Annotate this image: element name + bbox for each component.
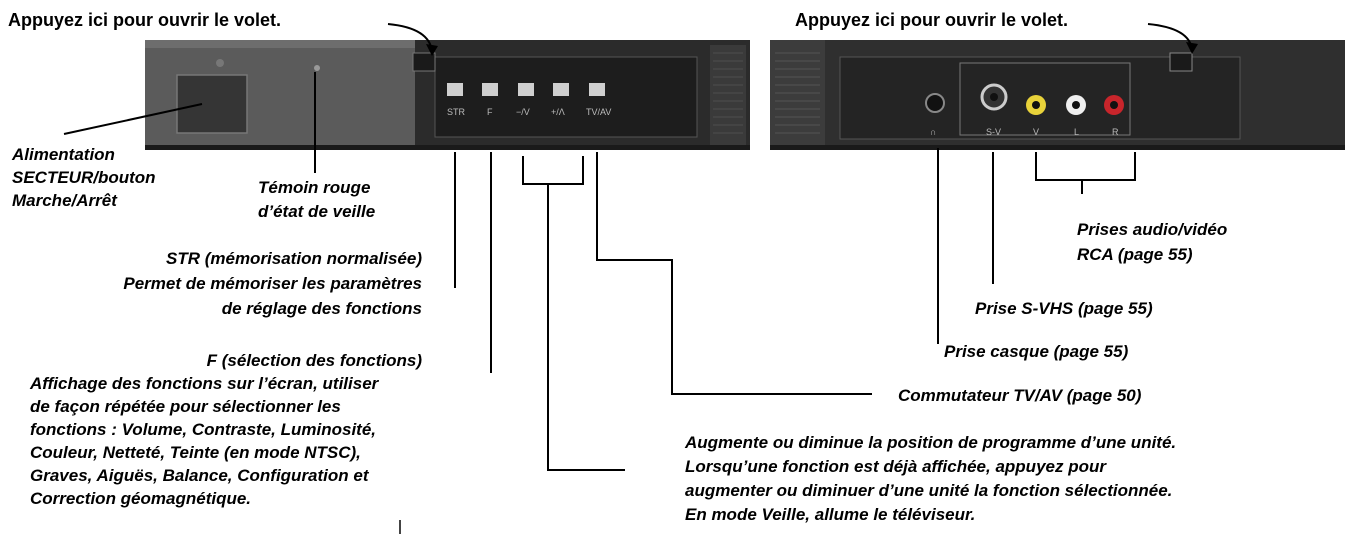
headphone-jack-label: ∩ xyxy=(930,127,937,137)
plus-button-label: +/Λ xyxy=(551,107,565,117)
tvav-callout: Commutateur TV/AV (page 50) xyxy=(898,386,1142,405)
f-callout-line7: Correction géomagnétique. xyxy=(30,489,252,508)
small-tick-mark xyxy=(399,520,401,534)
power-callout-line3: Marche/Arrêt xyxy=(12,191,117,210)
front-panel-right xyxy=(770,40,1345,150)
program-down-button[interactable] xyxy=(518,83,534,96)
f-button[interactable] xyxy=(482,83,498,96)
f-callout-line5: Couleur, Netteté, Teinte (en mode NTSC), xyxy=(30,443,361,462)
standby-callout-line2: d’état de veille xyxy=(258,202,376,221)
power-callout-line1: Alimentation xyxy=(12,145,115,164)
rca-callout-line1: Prises audio/vidéo xyxy=(1077,220,1228,239)
program-callout-line1: Augmente ou diminue la position de progr… xyxy=(685,433,1177,452)
audio-left-jack-label: L xyxy=(1074,127,1080,137)
program-callout-line3: augmenter ou diminuer d’une unité la fon… xyxy=(685,481,1173,500)
standby-callout-line1: Témoin rouge xyxy=(258,178,371,197)
f-callout-line4: fonctions : Volume, Contraste, Luminosit… xyxy=(30,420,377,439)
minus-button-label: −/V xyxy=(516,107,530,117)
f-callout-title: F (sélection des fonctions) xyxy=(206,351,422,370)
front-panel-left xyxy=(145,40,750,150)
video-jack-label: V xyxy=(1033,127,1040,137)
power-callout-line2: SECTEUR/bouton xyxy=(12,168,156,187)
tvav-button[interactable] xyxy=(589,83,605,96)
program-callout-line4: En mode Veille, allume le téléviseur. xyxy=(685,505,976,524)
str-callout-title: STR (mémorisation normalisée) xyxy=(165,249,422,268)
str-callout-line3: de réglage des fonctions xyxy=(221,299,422,318)
right-open-instruction: Appuyez ici pour ouvrir le volet. xyxy=(795,10,1069,30)
str-callout-line2: Permet de mémoriser les paramètres xyxy=(123,274,422,293)
program-up-button[interactable] xyxy=(553,83,569,96)
audio-right-jack-label: R xyxy=(1112,127,1119,137)
left-open-instruction: Appuyez ici pour ouvrir le volet. xyxy=(8,10,282,30)
svhs-jack-label: S-V xyxy=(986,127,1002,137)
f-callout-line6: Graves, Aiguës, Balance, Configuration e… xyxy=(30,466,369,485)
str-button-label: STR xyxy=(447,107,465,117)
f-button-label: F xyxy=(487,107,493,117)
svhs-callout: Prise S-VHS (page 55) xyxy=(975,299,1153,318)
tvav-button-label: TV/AV xyxy=(586,107,612,117)
program-callout-line2: Lorsqu’une fonction est déjà affichée, a… xyxy=(685,457,1106,476)
str-button[interactable] xyxy=(447,83,463,96)
f-callout-line2: Affichage des fonctions sur l’écran, uti… xyxy=(30,374,379,393)
headphone-callout: Prise casque (page 55) xyxy=(944,342,1129,361)
f-callout-line3: de façon répétée pour sélectionner les xyxy=(30,397,341,416)
rca-callout-line2: RCA (page 55) xyxy=(1077,245,1193,264)
